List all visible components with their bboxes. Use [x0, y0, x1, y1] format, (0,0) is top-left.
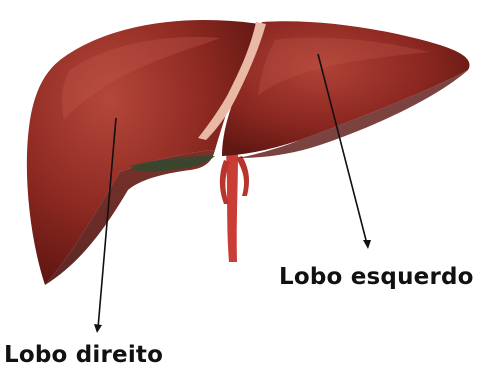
right-lobe-label: Lobo direito [4, 344, 163, 367]
right-lobe-arrowhead [94, 324, 102, 333]
left-lobe-arrowhead [363, 240, 371, 249]
blood-vessels [220, 150, 249, 262]
left-lobe-label: Lobo esquerdo [279, 266, 474, 289]
